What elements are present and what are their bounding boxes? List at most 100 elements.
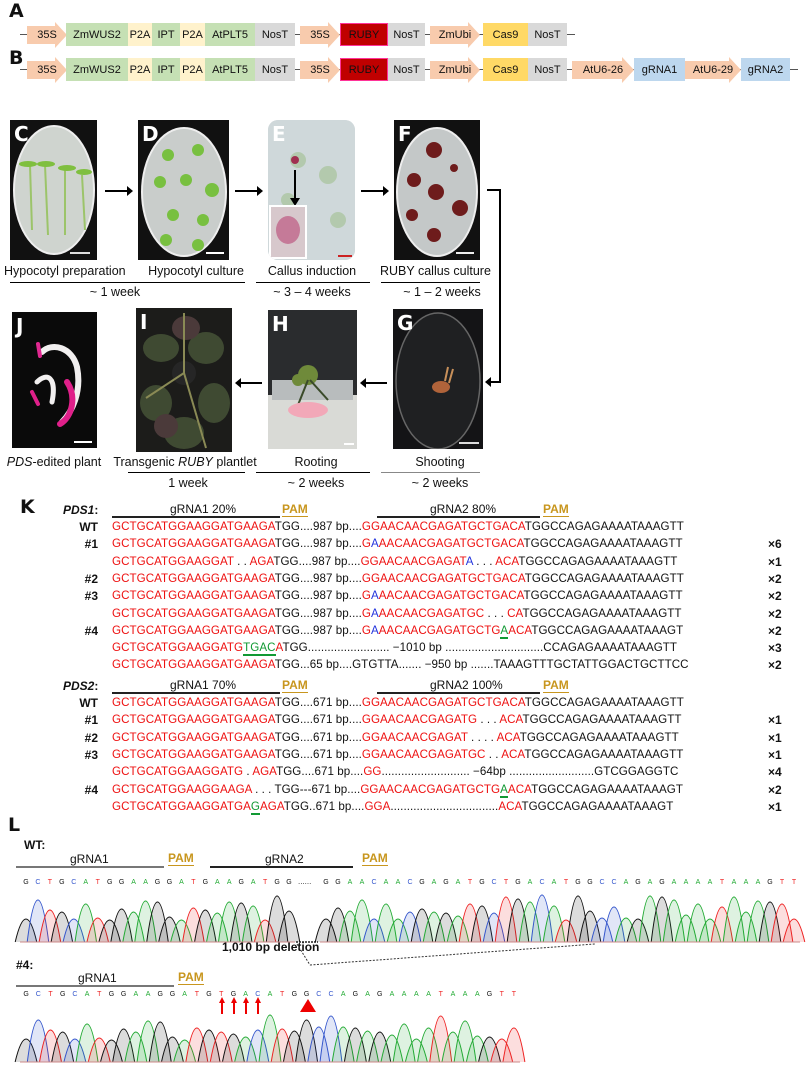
element-nost: NosT bbox=[528, 23, 567, 46]
chromatogram-peak bbox=[221, 1033, 245, 1063]
clone-count: ×1 bbox=[768, 713, 782, 728]
sequence-segment: GG bbox=[363, 765, 382, 779]
photo-pds-edited-plant: J bbox=[12, 312, 97, 448]
base-call: A bbox=[365, 991, 370, 998]
arrowhead-icon bbox=[127, 186, 133, 196]
chromatogram-peak bbox=[122, 911, 145, 943]
sequence-row: GCTGCATGGAAGGAT . . AGATGG....987 bp....… bbox=[112, 555, 677, 569]
chromatogram-peak bbox=[182, 907, 205, 943]
chromatogram-peak bbox=[386, 918, 410, 943]
sequence-segment: G bbox=[361, 589, 371, 603]
promoter-arrow-35s: 35S bbox=[27, 57, 67, 83]
pam-label: PAM bbox=[543, 678, 569, 693]
base-call: T bbox=[780, 879, 785, 886]
base-call: C bbox=[491, 879, 496, 886]
chromatogram-peak bbox=[434, 912, 458, 943]
promoter-arrow-atu6-26: AtU6-26 bbox=[572, 57, 634, 83]
base-call: C bbox=[599, 879, 604, 886]
clone-count: ×2 bbox=[768, 571, 782, 586]
element-label: 35S bbox=[310, 64, 330, 76]
base-call: C bbox=[328, 991, 333, 998]
sequence-segment: ACA bbox=[496, 730, 520, 744]
colon: : bbox=[94, 503, 99, 517]
sequence-segment: GCTGCATGGAAGGATGAAGA bbox=[112, 658, 275, 672]
photo-callus-induction: E bbox=[268, 120, 355, 260]
chromatogram-peak bbox=[362, 918, 386, 943]
chromatogram-peak bbox=[295, 1019, 319, 1063]
grna1-label: gRNA1 70% bbox=[170, 678, 237, 692]
arrow-e-to-f bbox=[361, 190, 385, 192]
base-call: A bbox=[732, 879, 737, 886]
base-call: A bbox=[143, 879, 148, 886]
sequence-segment: GCTGCATGGAAGGATG bbox=[112, 765, 244, 779]
sequence-segment: TGGCCAGAGAAAATAAAGTT bbox=[522, 606, 682, 620]
sequence-segment: ACA bbox=[501, 747, 525, 761]
grna1-label: gRNA1 bbox=[70, 852, 109, 866]
panel-label-j: J bbox=[16, 314, 24, 338]
base-call: G bbox=[479, 879, 484, 886]
chromatogram-peak bbox=[722, 896, 746, 943]
sequence-row: GCTGCATGGAAGGATG . AGATGG....671 bp....G… bbox=[112, 765, 678, 779]
base-call: T bbox=[792, 879, 797, 886]
sequence-segment: . . . . bbox=[467, 730, 497, 744]
panel-label-f: F bbox=[398, 122, 412, 146]
caption-d: Hypocotyl culture bbox=[148, 264, 244, 278]
base-call: G bbox=[238, 879, 243, 886]
sequence-segment: A bbox=[465, 554, 473, 568]
sequence-segment: TGGCCAGAGAAAATAAAGTT bbox=[519, 730, 679, 744]
chromatogram-peak bbox=[770, 903, 794, 943]
sequence-segment: GGAACAACGAGATGCTGACA bbox=[361, 696, 525, 709]
chromatogram-peak bbox=[314, 918, 338, 943]
chromatogram-peak bbox=[170, 919, 193, 943]
panel-label-d: D bbox=[142, 122, 159, 146]
base-call: G bbox=[335, 879, 340, 886]
sequence-segment: GCTGCATGGAAGGAAGA bbox=[112, 782, 252, 796]
chromatogram-peak bbox=[441, 1031, 465, 1063]
base-call: A bbox=[708, 879, 713, 886]
clone-count: ×1 bbox=[768, 730, 782, 745]
sequence-segment: GCTGCATGGAAGGATGAAGA bbox=[112, 537, 275, 551]
base-call: A bbox=[648, 879, 653, 886]
base-call: G bbox=[107, 879, 112, 886]
base-call: A bbox=[402, 991, 407, 998]
caption-j-gene: PDS bbox=[6, 455, 33, 469]
row-label: #1 bbox=[84, 537, 98, 552]
sequence-row: GCTGCATGGAAGGATGAAGATGG....987 bp....GGA… bbox=[112, 520, 684, 534]
chromatogram-peak bbox=[270, 1028, 294, 1063]
base-call: A bbox=[85, 991, 90, 998]
element-atplt5: AtPLT5 bbox=[205, 23, 255, 46]
photo-ruby-callus-culture: F bbox=[394, 120, 480, 260]
mutation-arrowhead-icon bbox=[243, 997, 249, 1003]
element-grna2: gRNA2 bbox=[741, 58, 790, 81]
element-ipt: IPT bbox=[152, 58, 180, 81]
sequence-segment: TGG......................... −1010 bp ..… bbox=[282, 641, 678, 655]
mutation-arrowhead-icon bbox=[231, 997, 237, 1003]
duration-f: ~ 1 – 2 weeks bbox=[403, 285, 481, 299]
element-cas9: Cas9 bbox=[483, 58, 528, 81]
chromatogram-peak bbox=[50, 911, 74, 943]
chromatogram-peak bbox=[110, 908, 133, 943]
chromatogram-peak bbox=[698, 918, 722, 943]
sequence-segment: GGA bbox=[364, 799, 391, 813]
element-ruby: RUBY bbox=[340, 58, 388, 81]
arrow-h-to-i bbox=[240, 382, 262, 384]
base-call: A bbox=[426, 991, 431, 998]
panel-label-k: K bbox=[20, 496, 35, 518]
sequence-segment: GCTGCATGGAAGGATGAAGA bbox=[112, 696, 275, 709]
chromatogram-peak bbox=[258, 1014, 282, 1063]
sequence-segment: TGAC bbox=[243, 641, 276, 657]
sequence-segment: TGGCCAGAGAAAATAAAGT bbox=[531, 782, 683, 796]
sequence-segment: TGG...65 bp....GTGTTA....... −950 bp ...… bbox=[274, 658, 689, 672]
chromatogram-peak bbox=[602, 906, 626, 943]
element-nost: NosT bbox=[528, 58, 567, 81]
sequence-segment: TGGCCAGAGAAAATAAAGTT bbox=[523, 537, 683, 551]
pam-label: PAM bbox=[362, 851, 388, 866]
element-atplt5: AtPLT5 bbox=[205, 58, 255, 81]
sequence-row: GCTGCATGGAAGGATGAAGATGG....987 bp....GAA… bbox=[112, 623, 683, 639]
base-call: T bbox=[564, 879, 569, 886]
chromatogram-peak bbox=[650, 896, 674, 943]
base-call: G bbox=[587, 879, 592, 886]
element-ipt: IPT bbox=[152, 23, 180, 46]
mutant-label: #4: bbox=[16, 958, 34, 972]
